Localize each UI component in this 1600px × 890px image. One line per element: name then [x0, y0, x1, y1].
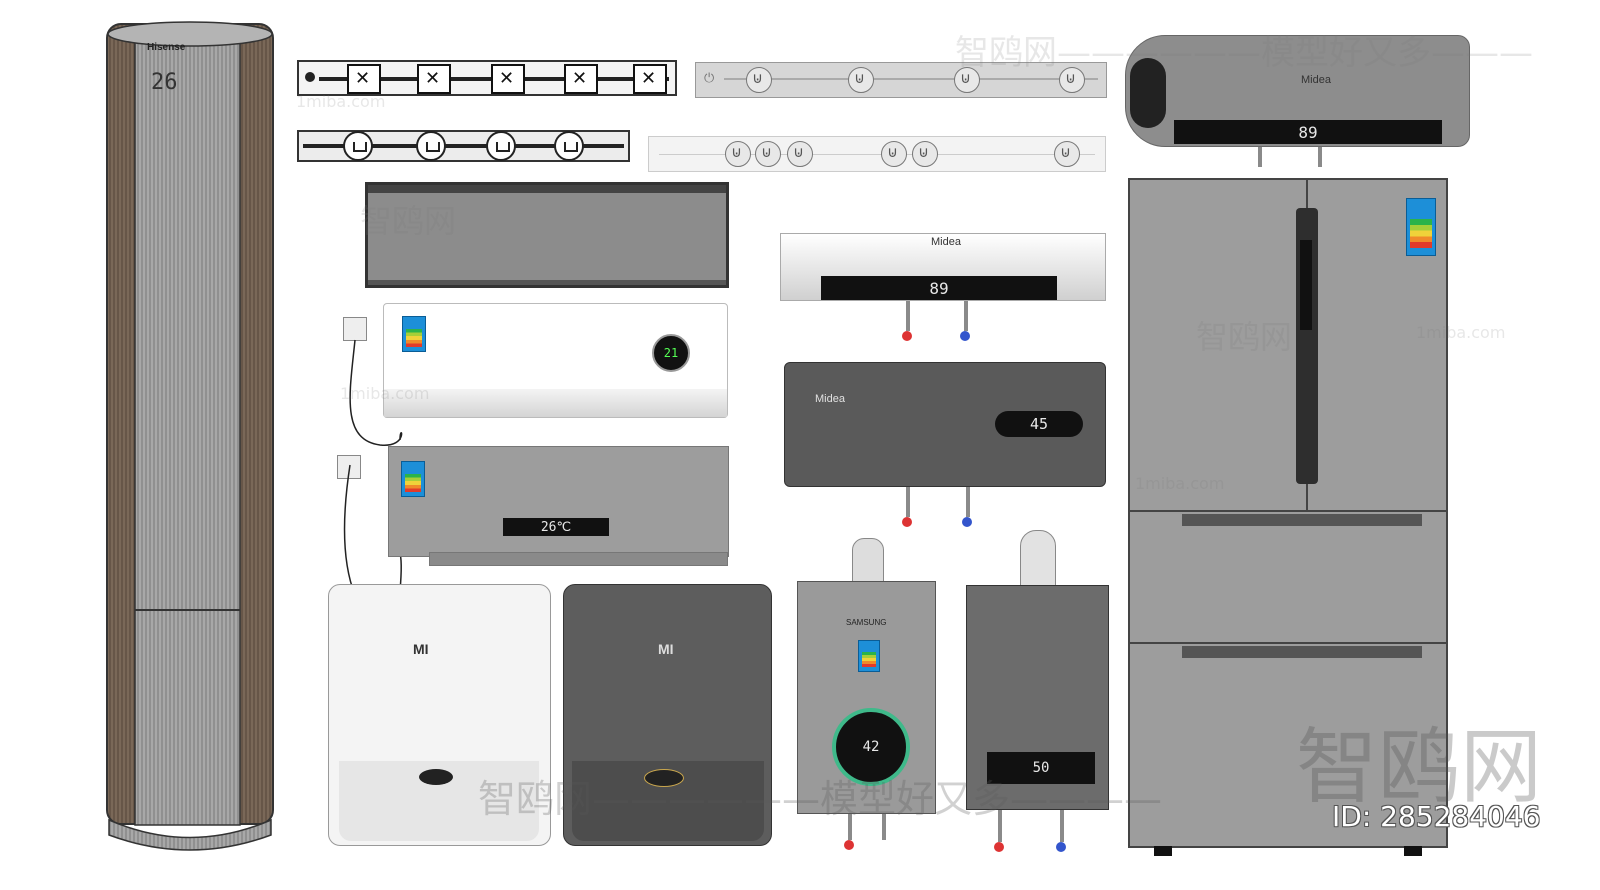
socket-module — [416, 131, 446, 161]
wall-ac-white: 21 — [383, 303, 728, 418]
socket-module — [755, 141, 781, 167]
socket-module — [954, 67, 980, 93]
socket-module — [486, 131, 516, 161]
socket-module — [1059, 67, 1085, 93]
socket-module — [491, 64, 525, 94]
energy-label — [402, 316, 426, 352]
white-ac-display: 21 — [652, 334, 690, 372]
robot-vacuum-station-white: MI — [328, 584, 551, 846]
socket-module — [343, 131, 373, 161]
gas-rect-temp: 50 — [1032, 760, 1050, 776]
energy-label — [401, 461, 425, 497]
gas-rect-display: 50 — [987, 752, 1095, 784]
grey-ac-display: 26℃ — [503, 518, 609, 536]
water-heater-dark: Midea 45 — [784, 362, 1106, 487]
white-ac-temp: 21 — [663, 346, 679, 360]
energy-label — [858, 640, 880, 672]
exhaust-pipe — [1020, 530, 1056, 590]
wall-ac-grey: 26℃ — [388, 446, 729, 566]
strip-power-button[interactable] — [305, 72, 315, 82]
gas-round-display: 42 — [832, 708, 910, 786]
grey-ac-temp: 26℃ — [540, 519, 572, 535]
heater-top-temp: 89 — [1298, 122, 1318, 142]
heater-dark-display: 45 — [995, 411, 1083, 437]
robot-vacuum-station-dark: MI — [563, 584, 772, 846]
tower-air-conditioner: Hisense 26 — [105, 20, 275, 860]
water-heater-top: Midea 89 — [1125, 35, 1470, 147]
wall-ac-dark — [365, 182, 729, 288]
gas-water-heater-samsung: SAMSUNG 42 — [797, 581, 936, 814]
socket-module — [725, 141, 751, 167]
heater-white-temp: 89 — [929, 278, 949, 298]
gas-water-heater-2: 50 — [966, 585, 1109, 810]
fridge-drawer-1[interactable] — [1130, 510, 1446, 644]
fridge-door-left — [1130, 180, 1308, 510]
heater-top-display: 89 — [1174, 120, 1442, 144]
track-socket-strip-2 — [297, 130, 630, 162]
water-heater-white: Midea 89 — [780, 233, 1106, 301]
heater-dark-temp: 45 — [1029, 415, 1049, 433]
socket-module — [881, 141, 907, 167]
socket-module — [347, 64, 381, 94]
heater-white-brand: Midea — [931, 236, 961, 248]
heater-white-display: 89 — [821, 276, 1057, 300]
socket-module — [1054, 141, 1080, 167]
socket-module — [417, 64, 451, 94]
socket-module — [746, 67, 772, 93]
heater-dark-brand: Midea — [815, 393, 845, 405]
tower-ac-temp-display: 26 — [151, 70, 178, 95]
samsung-brand: SAMSUNG — [846, 618, 887, 627]
socket-module — [912, 141, 938, 167]
mi-dark-brand: MI — [658, 641, 674, 657]
refrigerator — [1128, 178, 1448, 856]
socket-module — [564, 64, 598, 94]
heater-top-brand: Midea — [1301, 74, 1331, 86]
gas-round-temp: 42 — [862, 739, 880, 755]
tower-ac-brand: Hisense — [147, 42, 186, 53]
energy-label — [1406, 198, 1436, 256]
socket-module — [554, 131, 584, 161]
socket-module — [633, 64, 667, 94]
power-icon: ⏻ — [704, 71, 715, 86]
tower-ac-body — [106, 21, 274, 851]
socket-module — [787, 141, 813, 167]
model-id-label: ID: 285284046 — [1332, 800, 1541, 833]
track-socket-strip-4 — [648, 136, 1106, 172]
track-socket-strip-1 — [297, 60, 677, 96]
exhaust-pipe — [852, 538, 884, 586]
mi-white-brand: MI — [413, 641, 429, 657]
socket-module — [848, 67, 874, 93]
track-socket-strip-3: ⏻ — [695, 62, 1107, 98]
